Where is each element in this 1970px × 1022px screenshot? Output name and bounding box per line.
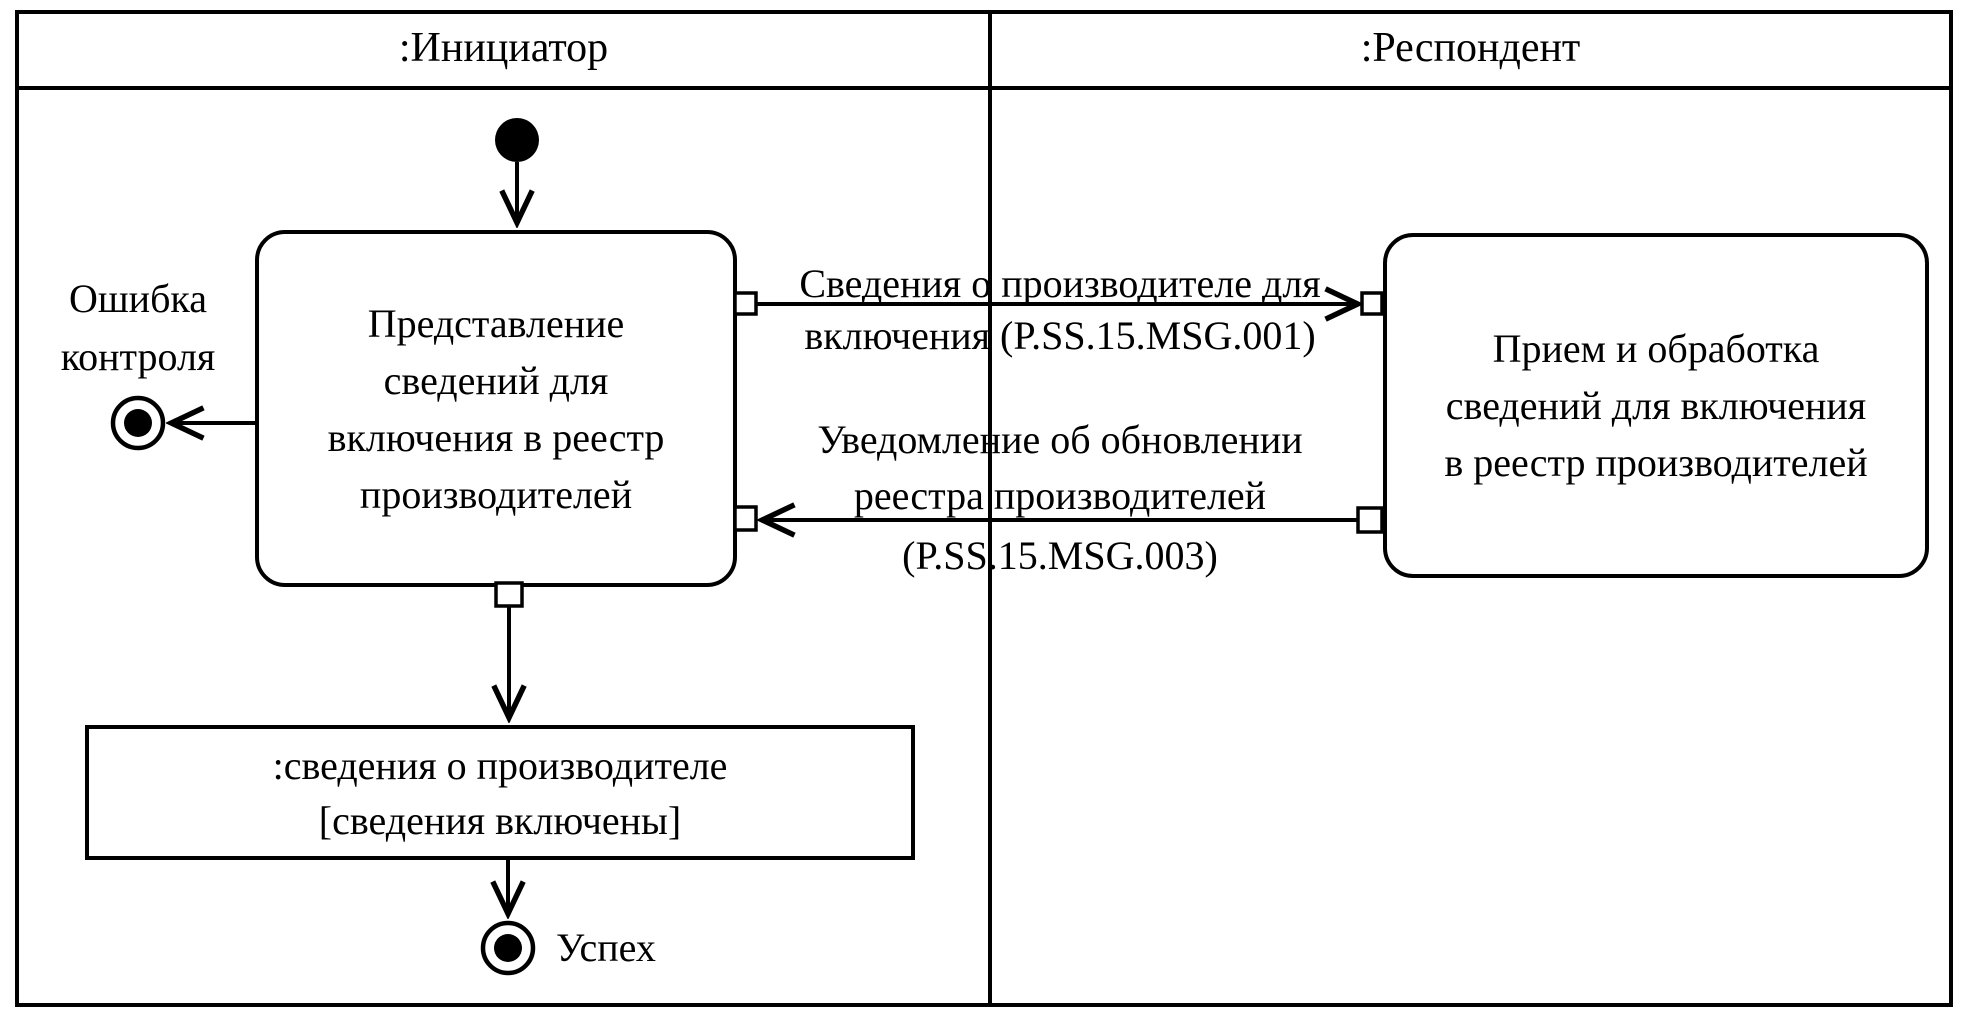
error-final-label-line: контроля bbox=[60, 334, 216, 379]
message-to-respondent-label: Сведения о производителе для bbox=[799, 261, 1321, 306]
action-node-submit-info-line: Представление bbox=[367, 300, 625, 346]
lane-header-initiator-label: :Инициатор bbox=[398, 25, 609, 71]
action-node-receive-process-line: в реестр производителей bbox=[1444, 440, 1868, 485]
success-final-label: Успех bbox=[556, 925, 656, 970]
diagram-frame bbox=[15, 10, 1953, 1007]
action-node-receive-process-line: сведений для включения bbox=[1445, 383, 1867, 428]
message-to-initiator-code: (P.SS.15.MSG.003) bbox=[902, 533, 1218, 578]
lane-header-respondent-label: :Респондент bbox=[1360, 25, 1581, 71]
message-to-initiator-label: Уведомление об обновлении bbox=[817, 417, 1303, 462]
message-to-respondent-code: включения (P.SS.15.MSG.001) bbox=[804, 313, 1316, 358]
object-node-state: [сведения включены] bbox=[318, 797, 682, 843]
error-final-label: Ошибка контроля bbox=[28, 270, 248, 386]
action-node-submit-info: Представление сведений для включения в р… bbox=[255, 230, 737, 587]
action-node-receive-process-line: Прием и обработка bbox=[1492, 326, 1820, 371]
object-node-title: :сведения о производителе bbox=[272, 742, 728, 788]
lane-header-initiator: :Инициатор bbox=[19, 24, 988, 72]
message-to-initiator-label2: реестра производителей bbox=[853, 473, 1267, 518]
action-node-submit-info-line: включения в реестр bbox=[327, 414, 665, 460]
action-node-submit-info-line: производителей bbox=[359, 471, 633, 517]
object-node-manufacturer-info: :сведения о производителе [сведения вклю… bbox=[85, 725, 915, 860]
action-node-submit-info-line: сведений для bbox=[383, 357, 609, 403]
action-node-receive-process: Прием и обработка сведений для включения… bbox=[1383, 233, 1929, 578]
swimlane-divider bbox=[988, 10, 992, 1007]
error-final-label-line: Ошибка bbox=[68, 276, 208, 321]
lane-header-respondent: :Респондент bbox=[992, 24, 1949, 72]
lane-header-divider bbox=[15, 86, 1953, 90]
